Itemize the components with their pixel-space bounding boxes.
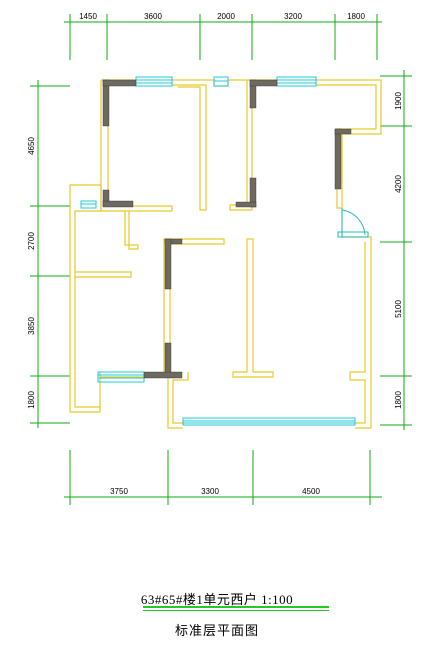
window-top-right — [276, 76, 317, 87]
dim-bottom-1: 3750 — [110, 487, 128, 496]
dim-right-4: 1800 — [394, 391, 403, 409]
window-top-left — [135, 76, 173, 87]
dim-top-4: 3200 — [284, 12, 302, 21]
dim-left-3: 3850 — [27, 317, 36, 335]
windows — [80, 76, 356, 426]
structural-columns — [102, 79, 352, 379]
dim-top-2: 3600 — [144, 12, 162, 21]
dimension-lines — [30, 14, 412, 505]
drawing-subtitle: 标准层平面图 — [174, 623, 259, 638]
dim-left-4: 1800 — [27, 391, 36, 409]
dim-top-1: 1450 — [79, 12, 97, 21]
title-underline-thick — [143, 606, 329, 608]
dim-top-3: 2000 — [217, 12, 235, 21]
dim-bottom-2: 3300 — [201, 487, 219, 496]
dim-bottom-3: 4500 — [302, 487, 320, 496]
dimension-texts: 1450 3600 2000 3200 1800 3750 3300 4500 … — [27, 12, 403, 496]
window-top-small — [213, 76, 229, 87]
dim-right-2: 4200 — [394, 175, 403, 193]
drawing-title: 63#65#楼1单元西户 1:100 — [140, 592, 294, 607]
dim-left-2: 2700 — [27, 232, 36, 250]
walls — [69, 79, 382, 429]
dim-left-1: 4650 — [27, 137, 36, 155]
dim-top-5: 1800 — [347, 12, 365, 21]
door-swing — [337, 208, 369, 238]
dim-right-1: 1900 — [394, 92, 403, 110]
window-bottom-balcony — [182, 417, 356, 426]
title-underline-thin — [143, 610, 329, 611]
dim-right-3: 5100 — [394, 300, 403, 318]
window-left-small — [80, 200, 97, 209]
